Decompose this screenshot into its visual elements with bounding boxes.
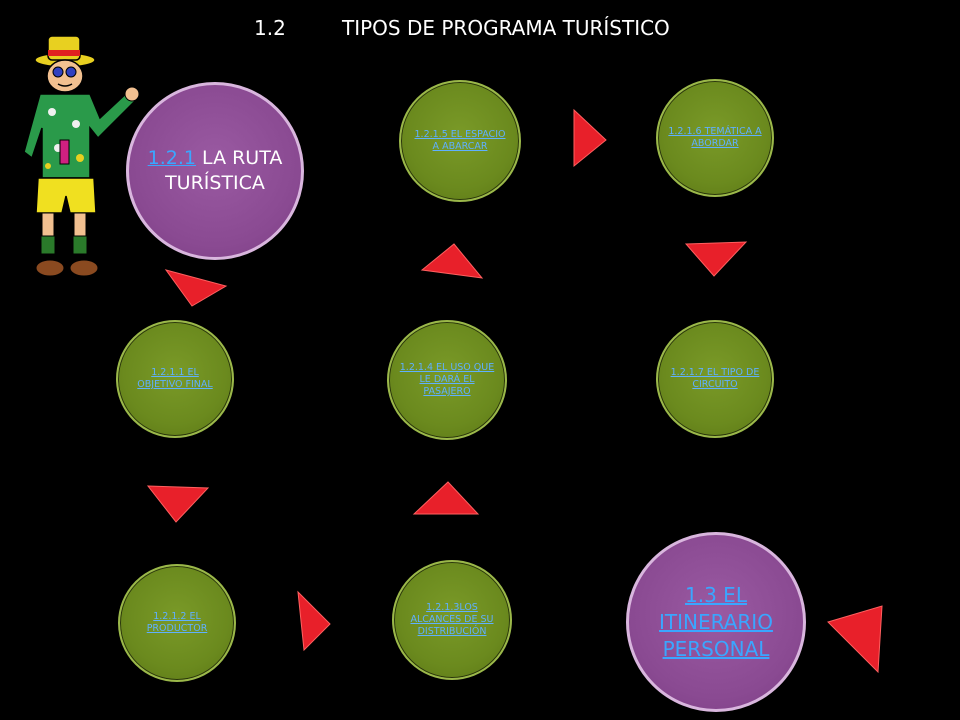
node-alcances[interactable]: 1.2.1.3LOS ALCANCES DE SU DISTRIBUCIÓN — [392, 560, 512, 680]
node-espacio-a-abarcar[interactable]: 1.2.1.5 EL ESPACIO A ABARCAR — [399, 80, 521, 202]
ruta-link[interactable]: 1.2.1 — [147, 147, 196, 169]
node-itinerario-personal[interactable]: 1.3 EL ITINERARIO PERSONAL — [626, 532, 806, 712]
tourist-clipart — [23, 35, 140, 277]
node-ruta-label: 1.2.1 LA RUTA TURÍSTICA — [129, 146, 301, 196]
arrow-down-icon — [146, 485, 210, 523]
arrow-up-icon — [420, 243, 484, 279]
itinerario-link[interactable]: 1.3 EL ITINERARIO PERSONAL — [659, 582, 773, 661]
productor-link[interactable]: 1.2.1.2 EL PRODUCTOR — [146, 611, 208, 634]
tematica-link[interactable]: 1.2.1.6 TEMÁTICA A ABORDAR — [668, 126, 762, 149]
arrow-up-icon — [412, 481, 480, 515]
arrow-down-icon — [684, 241, 748, 277]
arrow-right-icon — [297, 590, 331, 652]
node-productor[interactable]: 1.2.1.2 EL PRODUCTOR — [118, 564, 236, 682]
arrow-left-icon — [827, 605, 883, 674]
uso-link[interactable]: 1.2.1.4 EL USO QUE LE DARÁ EL PASAJERO — [399, 362, 495, 397]
title-text: TIPOS DE PROGRAMA TURÍSTICO — [342, 16, 670, 40]
ruta-text: LA RUTA TURÍSTICA — [165, 147, 283, 194]
alcances-link[interactable]: 1.2.1.3LOS ALCANCES DE SU DISTRIBUCIÓN — [410, 602, 494, 637]
objetivo-link[interactable]: 1.2.1.1 EL OBJETIVO FINAL — [137, 367, 213, 390]
title-number: 1.2 — [254, 16, 286, 40]
arrow-right-icon — [573, 108, 607, 168]
node-tipo-circuito[interactable]: 1.2.1.7 EL TIPO DE CIRCUITO — [656, 320, 774, 438]
circuito-link[interactable]: 1.2.1.7 EL TIPO DE CIRCUITO — [670, 367, 760, 390]
node-uso-pasajero[interactable]: 1.2.1.4 EL USO QUE LE DARÁ EL PASAJERO — [387, 320, 507, 440]
espacio-link[interactable]: 1.2.1.5 EL ESPACIO A ABARCAR — [414, 129, 506, 152]
node-tematica[interactable]: 1.2.1.6 TEMÁTICA A ABORDAR — [656, 79, 774, 197]
node-objetivo-final[interactable]: 1.2.1.1 EL OBJETIVO FINAL — [116, 320, 234, 438]
arrow-down-icon — [164, 269, 228, 307]
node-ruta-turistica[interactable]: 1.2.1 LA RUTA TURÍSTICA — [126, 82, 304, 260]
